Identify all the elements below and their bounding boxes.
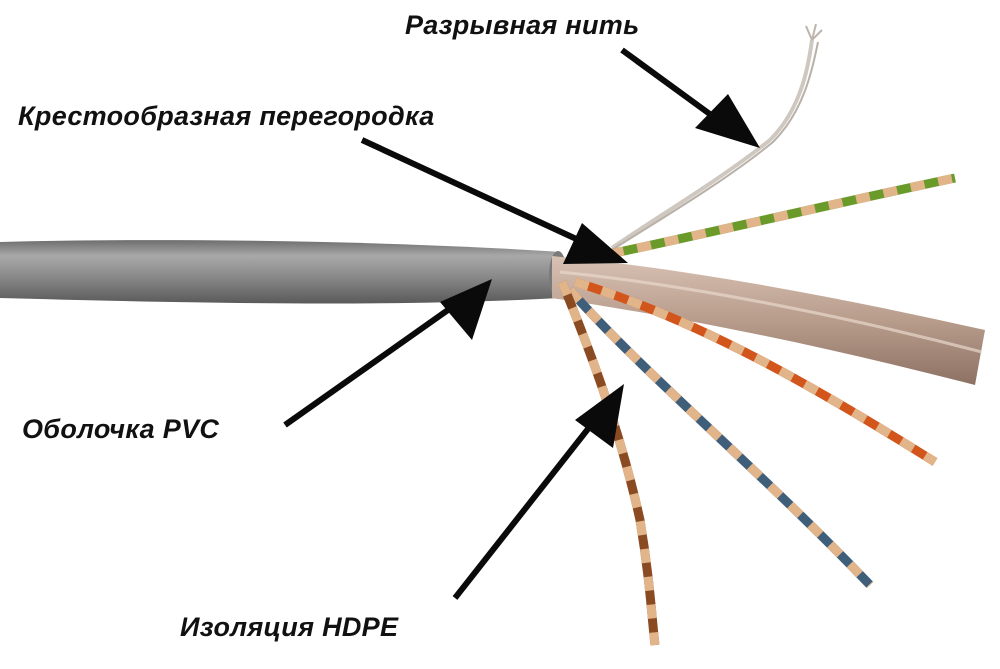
cross-separator [552,256,985,385]
label-rip-thread: Разрывная нить [405,10,640,40]
rip-thread [610,23,823,251]
label-pvc-jacket: Оболочка PVC [22,414,220,444]
label-hdpe-insulation: Изоляция HDPE [180,612,399,642]
pair-green [609,173,956,259]
pair-brown [557,280,660,646]
arrow-cross-separator [360,137,628,264]
arrow-pvc-jacket [283,279,492,428]
label-cross-separator: Крестообразная перегородка [18,101,435,131]
pair-blue [566,287,874,589]
arrow-hdpe-insulation [452,384,624,600]
arrow-rip-thread [620,47,760,148]
pair-orange [573,277,938,466]
